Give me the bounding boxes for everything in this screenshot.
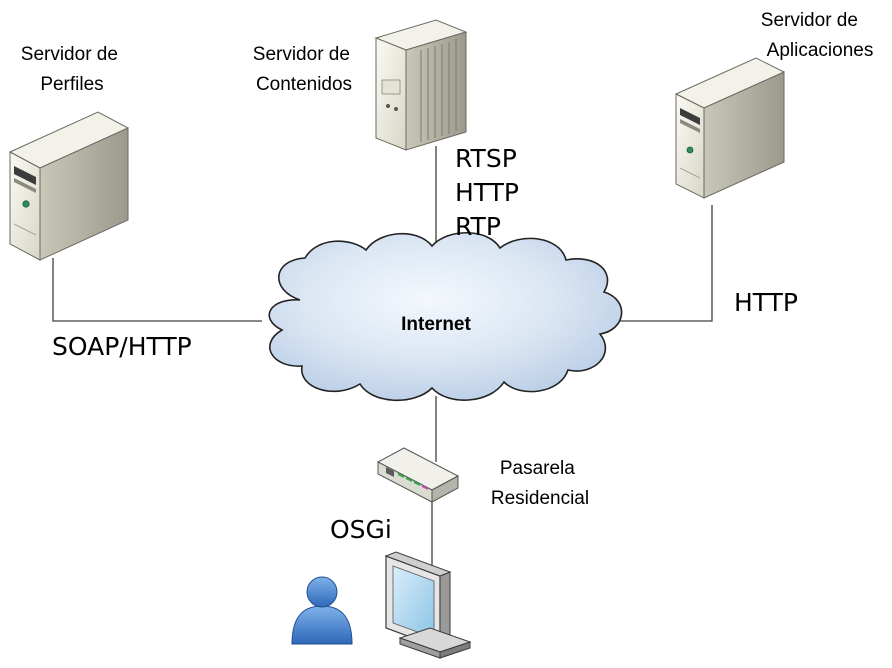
pasarela-residencial (376, 447, 460, 503)
protocol-rtp: RTP (455, 212, 501, 241)
server-aplicaciones (674, 57, 786, 199)
label-contenidos: Servidor de Contenidos (253, 44, 355, 95)
internet-cloud: Internet (268, 231, 623, 402)
link-perfiles-internet (52, 258, 262, 322)
cloud-icon (268, 231, 623, 402)
router-icon (376, 447, 460, 503)
protocol-rtsp: RTSP (455, 144, 517, 173)
server-contenidos (374, 19, 468, 151)
monitor (384, 551, 472, 659)
protocol-osgi: OSGi (330, 515, 392, 544)
link-aplicaciones-internet (618, 205, 713, 322)
label-aplicaciones: Servidor de Aplicaciones (761, 10, 874, 61)
label-pasarela: Pasarela Residencial (491, 458, 589, 509)
protocol-http-aplicaciones: HTTP (734, 288, 798, 317)
server-tower-icon (8, 111, 130, 261)
server-rack-icon (374, 19, 468, 151)
user-icon (291, 576, 353, 645)
server-perfiles (8, 111, 130, 261)
protocol-soap-http: SOAP/HTTP (52, 332, 192, 361)
user (291, 576, 353, 645)
monitor-icon (384, 551, 472, 659)
protocol-http-contenidos: HTTP (455, 178, 519, 207)
label-perfiles: Servidor de Perfiles (21, 44, 123, 95)
server-tower-icon (674, 57, 786, 199)
internet-label: Internet (401, 314, 471, 335)
connection-lines (52, 146, 713, 568)
